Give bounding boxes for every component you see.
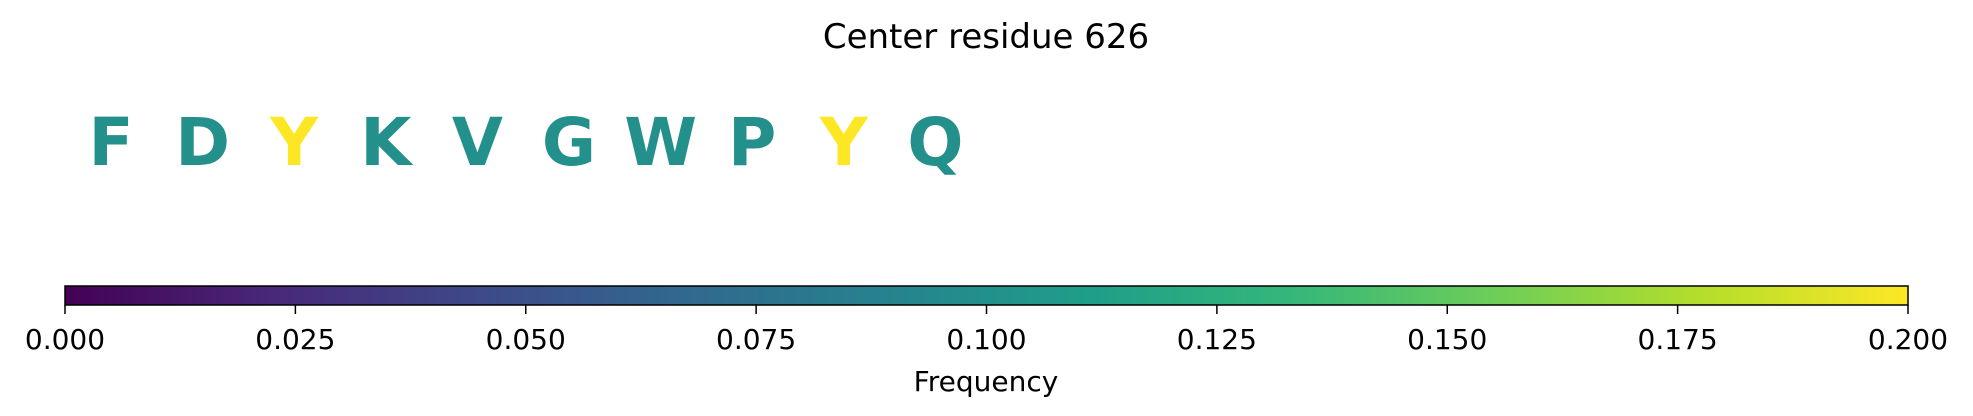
colorbar-tick-label: 0.125 [1177, 323, 1257, 356]
residue-letter: V [452, 104, 503, 181]
colorbar-tick-label: 0.075 [716, 323, 796, 356]
residue-letter: Q [907, 104, 963, 181]
residue-letter: Y [819, 104, 869, 181]
colorbar-tick-label: 0.200 [1868, 323, 1948, 356]
colorbar-tick-label: 0.175 [1638, 323, 1718, 356]
colorbar-tick-label: 0.100 [946, 323, 1026, 356]
chart-title: Center residue 626 [823, 17, 1149, 57]
residue-letter: W [624, 104, 697, 181]
colorbar-tick-label: 0.050 [486, 323, 566, 356]
residue-letter: D [175, 104, 230, 181]
colorbar-gradient [65, 286, 1908, 305]
colorbar-tick-label: 0.000 [25, 323, 105, 356]
residue-letter: F [88, 104, 133, 181]
colorbar: 0.000 0.025 0.050 0.075 0.100 0.125 0.150 0.175… [25, 285, 1948, 398]
colorbar-tick-label: 0.150 [1407, 323, 1487, 356]
colorbar-tick-label: 0.025 [255, 323, 335, 356]
colorbar-label: Frequency [914, 365, 1059, 398]
residue-letter: P [728, 104, 776, 181]
residue-letter: Y [269, 104, 319, 181]
colorbar-ticks: 0.000 0.025 0.050 0.075 0.100 0.125 0.150 0.175… [25, 305, 1948, 356]
residue-letter: G [542, 104, 596, 181]
residue-letter: K [360, 104, 414, 181]
